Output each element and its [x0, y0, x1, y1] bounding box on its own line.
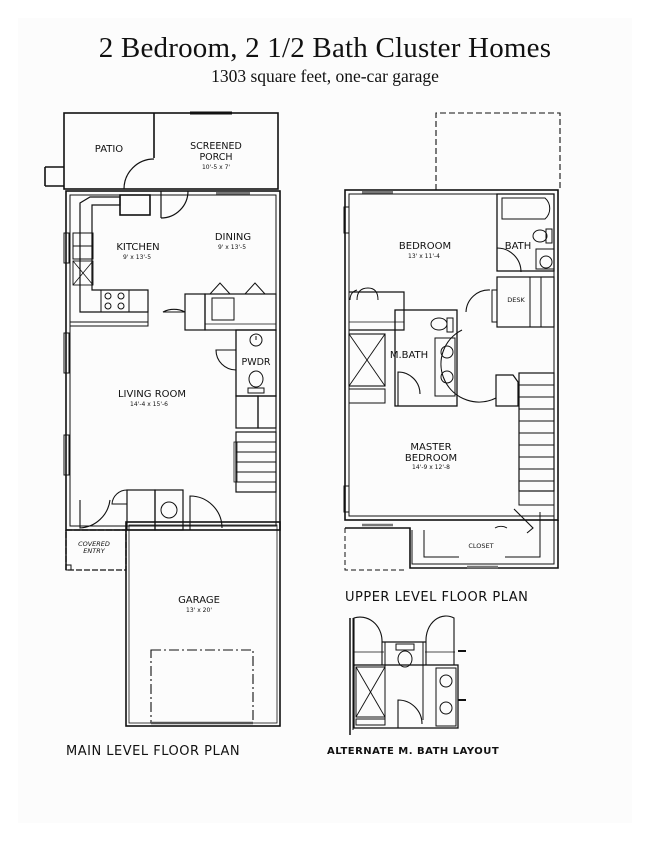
- room-label-living-room: LIVING ROOM: [118, 389, 186, 400]
- room-size-garage: 13' x 20': [186, 607, 212, 614]
- page-subtitle: 1303 square feet, one-car garage: [211, 66, 439, 86]
- room-size-master-bedroom: 14'-9 x 12'-8: [412, 464, 450, 471]
- upper-level-plan: [343, 112, 561, 571]
- main-level-caption: MAIN LEVEL FLOOR PLAN: [66, 744, 241, 759]
- garage-car-outline: [150, 649, 254, 724]
- main-level-plan: [44, 111, 281, 727]
- room-size-screened-porch: 10'-5 x 7': [202, 164, 230, 171]
- room-label-garage: GARAGE: [178, 595, 220, 606]
- room-label-patio: PATIO: [95, 144, 124, 155]
- room-label-desk: DESK: [507, 296, 525, 304]
- room-size-living-room: 14'-4 x 15'-6: [130, 401, 168, 408]
- page-title: 2 Bedroom, 2 1/2 Bath Cluster Homes: [98, 32, 552, 64]
- room-label-bath: BATH: [505, 241, 532, 252]
- room-label-closet: CLOSET: [468, 542, 493, 550]
- room-size-kitchen: 9' x 13'-5: [123, 254, 151, 261]
- sheet-background: [18, 18, 632, 823]
- patio-porch-outline: [63, 112, 279, 190]
- room-label-bedroom: BEDROOM: [399, 241, 451, 252]
- upper-level-caption: UPPER LEVEL FLOOR PLAN: [345, 590, 529, 605]
- room-label-covered-entry-2: ENTRY: [83, 547, 105, 555]
- room-label-master-bath: M.BATH: [390, 350, 428, 361]
- room-label-master-bedroom-1: MASTER: [410, 442, 451, 453]
- room-size-bedroom: 13' x 11'-4: [408, 253, 440, 260]
- room-label-screened-porch-2: PORCH: [199, 152, 232, 163]
- room-label-kitchen: KITCHEN: [116, 242, 159, 253]
- room-label-master-bedroom-2: BEDROOM: [405, 453, 457, 464]
- room-label-powder: PWDR: [241, 357, 270, 368]
- alternate-bath-plan: [349, 615, 466, 735]
- garage-outline: [125, 521, 281, 727]
- upper-house-outline: [344, 189, 559, 521]
- alternate-bath-caption: ALTERNATE M. BATH LAYOUT: [327, 746, 500, 757]
- room-label-dining: DINING: [215, 232, 251, 243]
- room-label-screened-porch-1: SCREENED: [190, 141, 242, 152]
- room-size-dining: 9' x 13'-5: [218, 244, 246, 251]
- room-label-covered-entry-1: COVERED: [78, 540, 110, 548]
